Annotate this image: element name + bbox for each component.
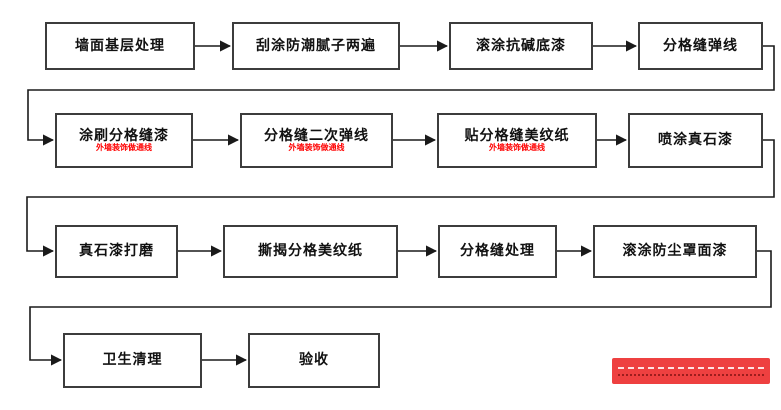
flow-step-spray-stone-paint: 喷涂真石漆 (628, 113, 763, 168)
watermark-badge (612, 358, 770, 384)
flow-step-antialkali-primer: 滚涂抗碱底漆 (449, 22, 593, 70)
flow-step-label: 墙面基层处理 (75, 37, 165, 54)
flow-step-joint-line-snapping: 分格缝弹线 (638, 22, 763, 70)
flow-step-label: 滚涂抗碱底漆 (476, 37, 566, 54)
flow-step-label: 贴分格缝美纹纸 (464, 128, 570, 145)
flow-step-label: 喷涂真石漆 (658, 132, 733, 149)
flow-step-moistureproof-putty: 刮涂防潮腻子两遍 (232, 22, 400, 70)
flow-step-label: 涂刷分格缝漆 (79, 128, 169, 145)
watermark-text-line (618, 373, 764, 376)
flow-step-label: 卫生清理 (102, 352, 163, 369)
flow-step-note: 外墙装饰做通线 (288, 143, 345, 153)
flow-step-acceptance: 验收 (248, 333, 380, 388)
flow-step-label: 分格缝二次弹线 (264, 128, 369, 145)
flow-step-remove-tape: 撕揭分格美纹纸 (223, 225, 398, 278)
flow-step-masking-tape: 贴分格缝美纹纸 外墙装饰做通线 (437, 113, 597, 168)
flow-step-cleanup: 卫生清理 (63, 333, 202, 388)
flow-step-note: 外墙装饰做通线 (96, 143, 152, 153)
flow-step-joint-treatment: 分格缝处理 (438, 225, 557, 278)
flow-step-label: 真石漆打磨 (79, 243, 154, 260)
flow-step-label: 分格缝弹线 (663, 37, 738, 54)
flow-step-wall-base-treatment: 墙面基层处理 (45, 22, 195, 70)
flow-step-label: 刮涂防潮腻子两遍 (256, 37, 376, 54)
watermark-text-line (618, 366, 764, 369)
flow-step-label: 分格缝处理 (460, 243, 535, 260)
flow-step-note: 外墙装饰做通线 (489, 143, 545, 153)
flow-step-second-line-snapping: 分格缝二次弹线 外墙装饰做通线 (240, 113, 393, 168)
flow-step-stone-paint-sanding: 真石漆打磨 (55, 225, 178, 278)
flow-step-label: 滚涂防尘罩面漆 (622, 243, 728, 260)
flow-step-label: 验收 (299, 352, 329, 369)
flow-step-paint-joint: 涂刷分格缝漆 外墙装饰做通线 (55, 113, 193, 168)
flow-step-dustproof-topcoat: 滚涂防尘罩面漆 (593, 225, 757, 278)
flow-step-label: 撕揭分格美纹纸 (258, 243, 363, 260)
